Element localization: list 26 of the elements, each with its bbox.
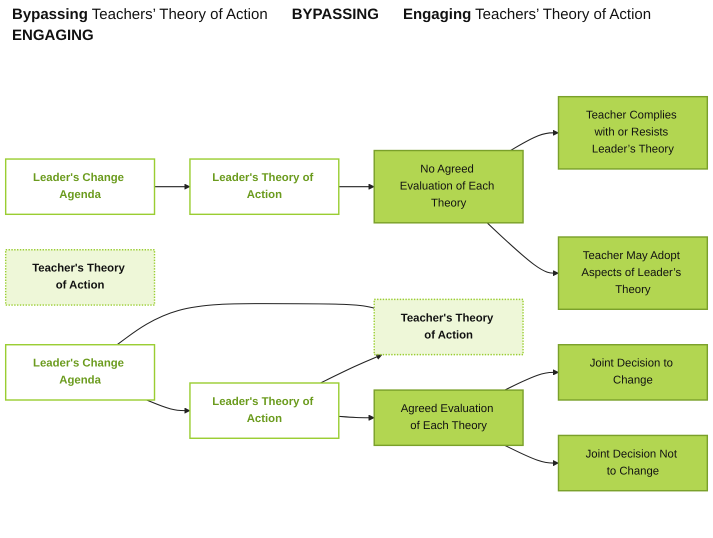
node-box: Teacher Complies with or Resists Leader’s Theory — [558, 96, 708, 170]
node-box: Agreed Evaluation of Each Theory — [374, 390, 524, 446]
section-label: BYPASSING — [292, 6, 379, 23]
node-box: Leader's Theory of Action — [189, 382, 340, 440]
section-label: ENGAGING — [12, 27, 94, 44]
arrow — [504, 445, 559, 466]
connector — [116, 303, 374, 346]
arrow — [146, 400, 190, 414]
arrow — [338, 184, 374, 190]
node-box: Joint Decision to Change — [558, 344, 708, 401]
section-heading: Bypassing Teachers’ Theory of Action — [12, 6, 268, 23]
node-box: Teacher May Adopt Aspects of Leader’s Theory — [558, 236, 708, 310]
arrow — [510, 130, 559, 152]
node-box: Leader's Change Agenda — [4, 158, 156, 216]
node-box: Teacher's Theory of Action — [4, 249, 156, 306]
arrow — [486, 222, 559, 277]
section-heading: Engaging Teachers’ Theory of Action — [402, 6, 652, 23]
arrow — [320, 354, 382, 384]
arrow — [154, 184, 190, 190]
node-box: Teacher's Theory of Action — [374, 298, 524, 356]
arrow — [504, 370, 559, 391]
arrow — [338, 414, 374, 422]
node-box: Leader's Theory of Action — [189, 158, 340, 216]
node-box: Joint Decision Not to Change — [558, 435, 708, 492]
node-box: No Agreed Evaluation of Each Theory — [374, 150, 524, 224]
node-box: Leader's Change Agenda — [4, 344, 156, 401]
